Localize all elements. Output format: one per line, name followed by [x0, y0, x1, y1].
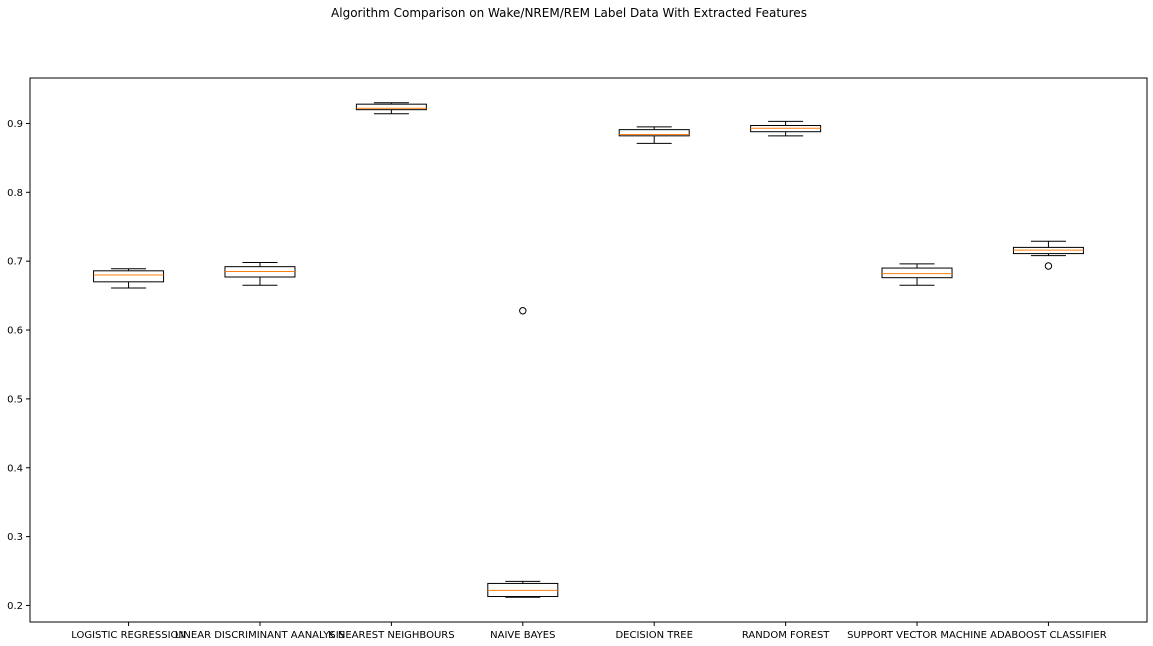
- y-tick-label: 0.6: [7, 326, 23, 337]
- box-plot: [881, 263, 953, 286]
- box-plot: [93, 268, 165, 289]
- box-plots: [93, 102, 1084, 598]
- y-tick-label: 0.4: [7, 463, 23, 474]
- y-axis: 0.2 0.3 0.4 0.5 0.6 0.7 0.8 0.9: [7, 119, 30, 612]
- x-tick-label: NAIVE BAYES: [490, 630, 555, 641]
- box: [881, 267, 953, 279]
- x-tick-label: DECISION TREE: [615, 630, 692, 641]
- box-plot: [224, 262, 296, 286]
- box: [618, 129, 690, 137]
- y-tick-label: 0.2: [7, 601, 23, 612]
- x-tick-label: ADABOOST CLASSIFIER: [990, 630, 1107, 641]
- box-plot: [618, 126, 690, 144]
- box-plot: [487, 307, 559, 598]
- y-tick-label: 0.7: [7, 257, 23, 268]
- outlier-point: [519, 307, 527, 315]
- box: [93, 270, 165, 283]
- outlier-point: [1044, 262, 1053, 270]
- box: [355, 103, 427, 111]
- y-tick-label: 0.5: [7, 394, 23, 405]
- x-tick-label: LOGISTIC REGRESSION: [71, 630, 186, 641]
- y-tick-label: 0.9: [7, 119, 23, 130]
- x-tick-label: K NEAREST NEIGHBOURS: [328, 630, 454, 641]
- chart-title: Algorithm Comparison on Wake/NREM/REM La…: [331, 6, 807, 20]
- y-tick-label: 0.8: [7, 188, 23, 199]
- box-plot: [1012, 240, 1084, 270]
- y-tick-label: 0.3: [7, 532, 23, 543]
- x-tick-label: RANDOM FOREST: [742, 630, 830, 641]
- box-plot: [355, 102, 427, 115]
- plot-area-frame: [29, 77, 1148, 623]
- box-plot: [750, 120, 822, 137]
- x-tick-label: LINEAR DISCRIMINANT AANALYSIS: [175, 630, 345, 641]
- x-tick-label: SUPPORT VECTOR MACHINE: [847, 630, 987, 641]
